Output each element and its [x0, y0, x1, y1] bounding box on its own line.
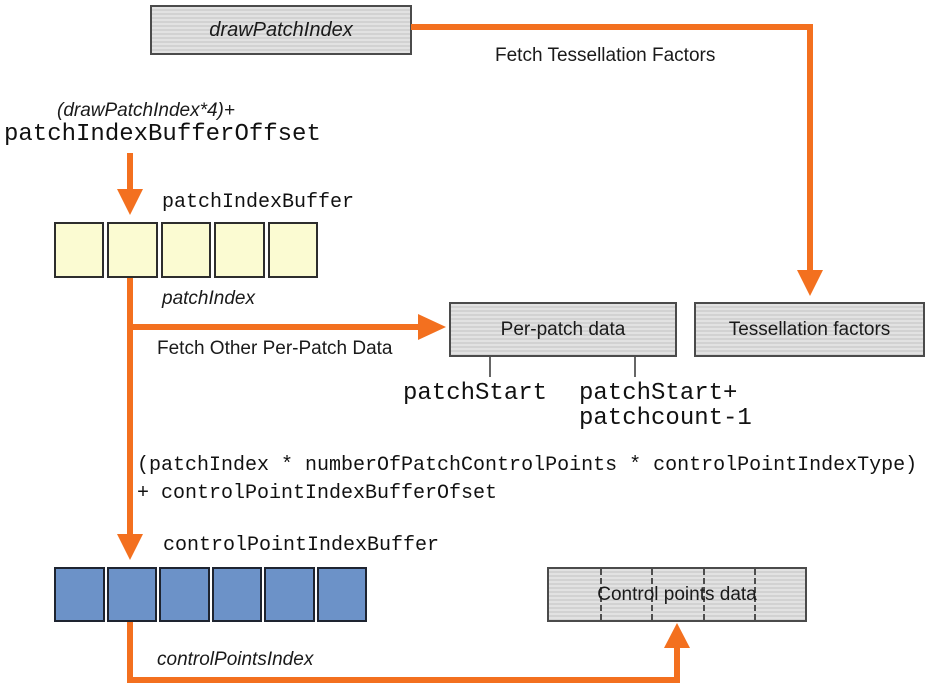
patch-start-plus-label: patchStart+ — [579, 380, 738, 407]
fetch-tessellation-connector-horizontal — [411, 24, 813, 30]
control-points-connector-horizontal — [127, 677, 680, 683]
patch-index-buffer — [54, 222, 319, 278]
patch-start-tick — [489, 357, 491, 377]
buffer-cell — [107, 222, 158, 278]
dashed-divider — [651, 569, 654, 620]
control-point-formula-line1: (patchIndex * numberOfPatchControlPoints… — [137, 454, 918, 477]
draw-patch-index-box: drawPatchIndex — [150, 5, 412, 55]
dashed-divider — [753, 569, 756, 620]
control-point-formula-line2: + controlPointIndexBufferOfset — [137, 482, 498, 505]
patch-index-main-line — [127, 278, 133, 536]
buffer-cell — [211, 567, 262, 622]
buffer-cell — [159, 567, 210, 622]
patch-start-label: patchStart — [403, 380, 548, 407]
control-point-index-buffer — [54, 567, 367, 622]
buffer-cell — [160, 222, 212, 278]
arrowhead-up-icon — [664, 623, 690, 648]
patch-index-buffer-offset-label: patchIndexBufferOffset — [4, 121, 321, 148]
buffer-cell — [264, 567, 315, 622]
offset-arrow-line — [127, 153, 133, 191]
draw-patch-index-formula-label: (drawPatchIndex*4)+ — [57, 100, 235, 121]
tessellation-factors-box: Tessellation factors — [694, 302, 925, 357]
buffer-cell — [316, 567, 367, 622]
control-points-connector-up — [674, 646, 680, 683]
control-points-connector-down — [127, 622, 133, 683]
buffer-cell — [267, 222, 319, 278]
fetch-other-per-patch-data-label: Fetch Other Per-Patch Data — [157, 338, 393, 359]
patch-index-label: patchIndex — [162, 288, 255, 309]
arrowhead-down-icon — [117, 189, 143, 215]
control-points-data-box-label: Control points data — [597, 583, 757, 605]
control-point-index-buffer-label: controlPointIndexBuffer — [163, 534, 440, 557]
arrowhead-down-icon — [797, 270, 823, 296]
fetch-tessellation-factors-label: Fetch Tessellation Factors — [495, 45, 716, 66]
per-patch-data-box: Per-patch data — [449, 302, 677, 357]
fetch-per-patch-connector — [130, 324, 418, 330]
buffer-cell — [106, 567, 157, 622]
buffer-cell — [54, 567, 105, 622]
buffer-cell — [214, 222, 265, 278]
fetch-tessellation-connector-vertical — [807, 24, 813, 272]
dashed-divider — [600, 569, 603, 620]
dashed-divider — [702, 569, 705, 620]
patch-count-label: patchcount-1 — [579, 405, 752, 432]
control-points-data-box: Control points data — [547, 567, 807, 622]
per-patch-data-box-label: Per-patch data — [500, 318, 626, 340]
control-points-index-label: controlPointsIndex — [157, 649, 314, 670]
buffer-cell — [54, 222, 105, 278]
patch-end-tick — [634, 357, 636, 377]
tessellation-factors-box-label: Tessellation factors — [728, 318, 891, 340]
patch-index-buffer-label: patchIndexBuffer — [162, 191, 355, 214]
arrowhead-down-icon — [117, 534, 143, 560]
draw-patch-index-box-label: drawPatchIndex — [209, 18, 353, 41]
arrowhead-right-icon — [418, 314, 446, 340]
